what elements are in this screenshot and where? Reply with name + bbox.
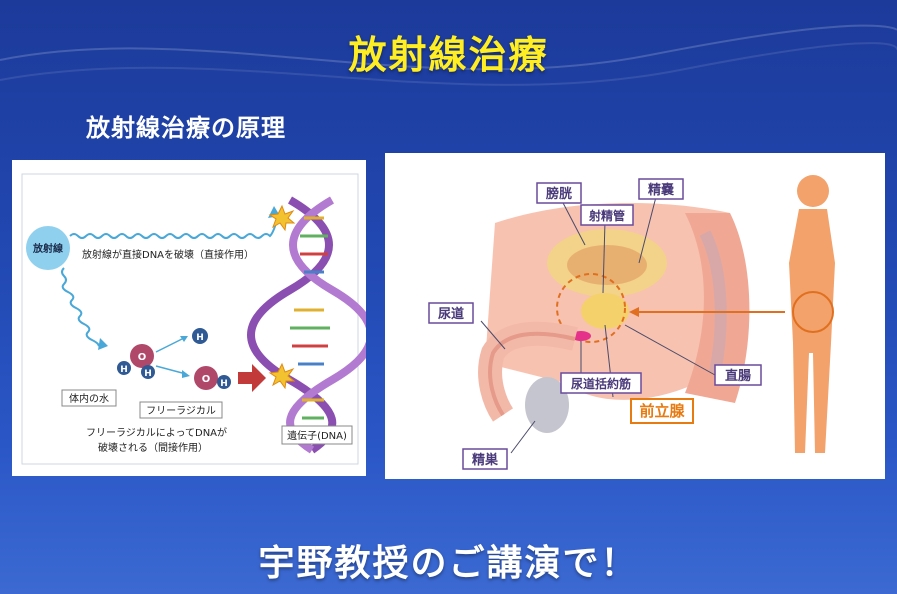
svg-text:前立腺: 前立腺 <box>639 402 685 420</box>
water-label: 体内の水 <box>69 392 109 405</box>
direct-damage-burst <box>268 204 296 232</box>
svg-text:O: O <box>138 352 147 363</box>
svg-text:O: O <box>202 374 211 385</box>
svg-text:射精管: 射精管 <box>588 208 625 223</box>
svg-text:膀胱: 膀胱 <box>545 186 572 202</box>
water-molecule: O H H <box>117 344 155 379</box>
testis-shape <box>525 377 569 433</box>
radical-label-box <box>139 401 223 419</box>
dna-helix <box>247 196 366 454</box>
direct-action-text: 放射線が直接DNAを破壊（直接作用） <box>82 248 254 261</box>
svg-text:精巣: 精巣 <box>472 452 499 468</box>
svg-text:直腸: 直腸 <box>725 368 751 384</box>
direct-ray <box>69 215 279 239</box>
prostate-focus-circle <box>556 273 626 343</box>
svg-text:H: H <box>144 369 152 379</box>
radical-label: フリーラジカル <box>146 405 216 417</box>
label-ejaculatory-duct: 射精管 <box>580 204 634 226</box>
human-silhouette <box>789 175 835 453</box>
svg-text:H: H <box>120 365 128 375</box>
label-urethra: 尿道 <box>428 302 474 324</box>
radiation-source-circle <box>26 226 70 270</box>
indirect-damage-burst <box>268 362 296 390</box>
label-bladder: 膀胱 <box>536 182 582 204</box>
indirect-action-text-2: 破壊される（間接作用） <box>98 441 208 454</box>
hydrogen-radical: H <box>192 328 208 344</box>
label-seminal-vesicle: 精嚢 <box>638 178 684 200</box>
svg-text:尿道括約筋: 尿道括約筋 <box>571 376 631 391</box>
attack-arrow <box>238 364 266 392</box>
slide-title: 放射線治療 <box>348 33 549 77</box>
dna-label-box <box>281 425 353 445</box>
slide-footer: 宇野教授のご講演で！ <box>258 543 639 584</box>
slide-subtitle: 放射線治療の原理 <box>86 114 286 142</box>
prostate-shape <box>581 293 629 329</box>
indirect-ray-arrowhead <box>98 338 108 350</box>
label-testis: 精巣 <box>462 448 508 470</box>
indirect-ray <box>61 267 100 347</box>
anatomy-diagram: 膀胱 精嚢 射精管 尿道 尿道括約筋 前立腺 直腸 精巣 <box>385 153 885 479</box>
water-label-box <box>61 389 117 407</box>
rectum-shape <box>699 230 727 375</box>
indirect-action-text-1: フリーラジカルによってDNAが <box>86 426 227 439</box>
svg-text:精嚢: 精嚢 <box>648 182 675 198</box>
hydroxyl-radical: O H <box>194 366 231 390</box>
label-prostate: 前立腺 <box>630 398 694 424</box>
principle-diagram: 放射線 放射線が直接DNAを破壊（直接作用） O H H H <box>12 160 366 476</box>
svg-text:尿道: 尿道 <box>438 306 464 322</box>
dna-label: 遺伝子(DNA) <box>287 429 347 442</box>
label-rectum: 直腸 <box>714 364 762 386</box>
radiation-source-label: 放射線 <box>32 242 63 255</box>
svg-text:H: H <box>196 333 204 343</box>
label-sphincter: 尿道括約筋 <box>560 372 642 394</box>
svg-text:H: H <box>220 379 228 389</box>
